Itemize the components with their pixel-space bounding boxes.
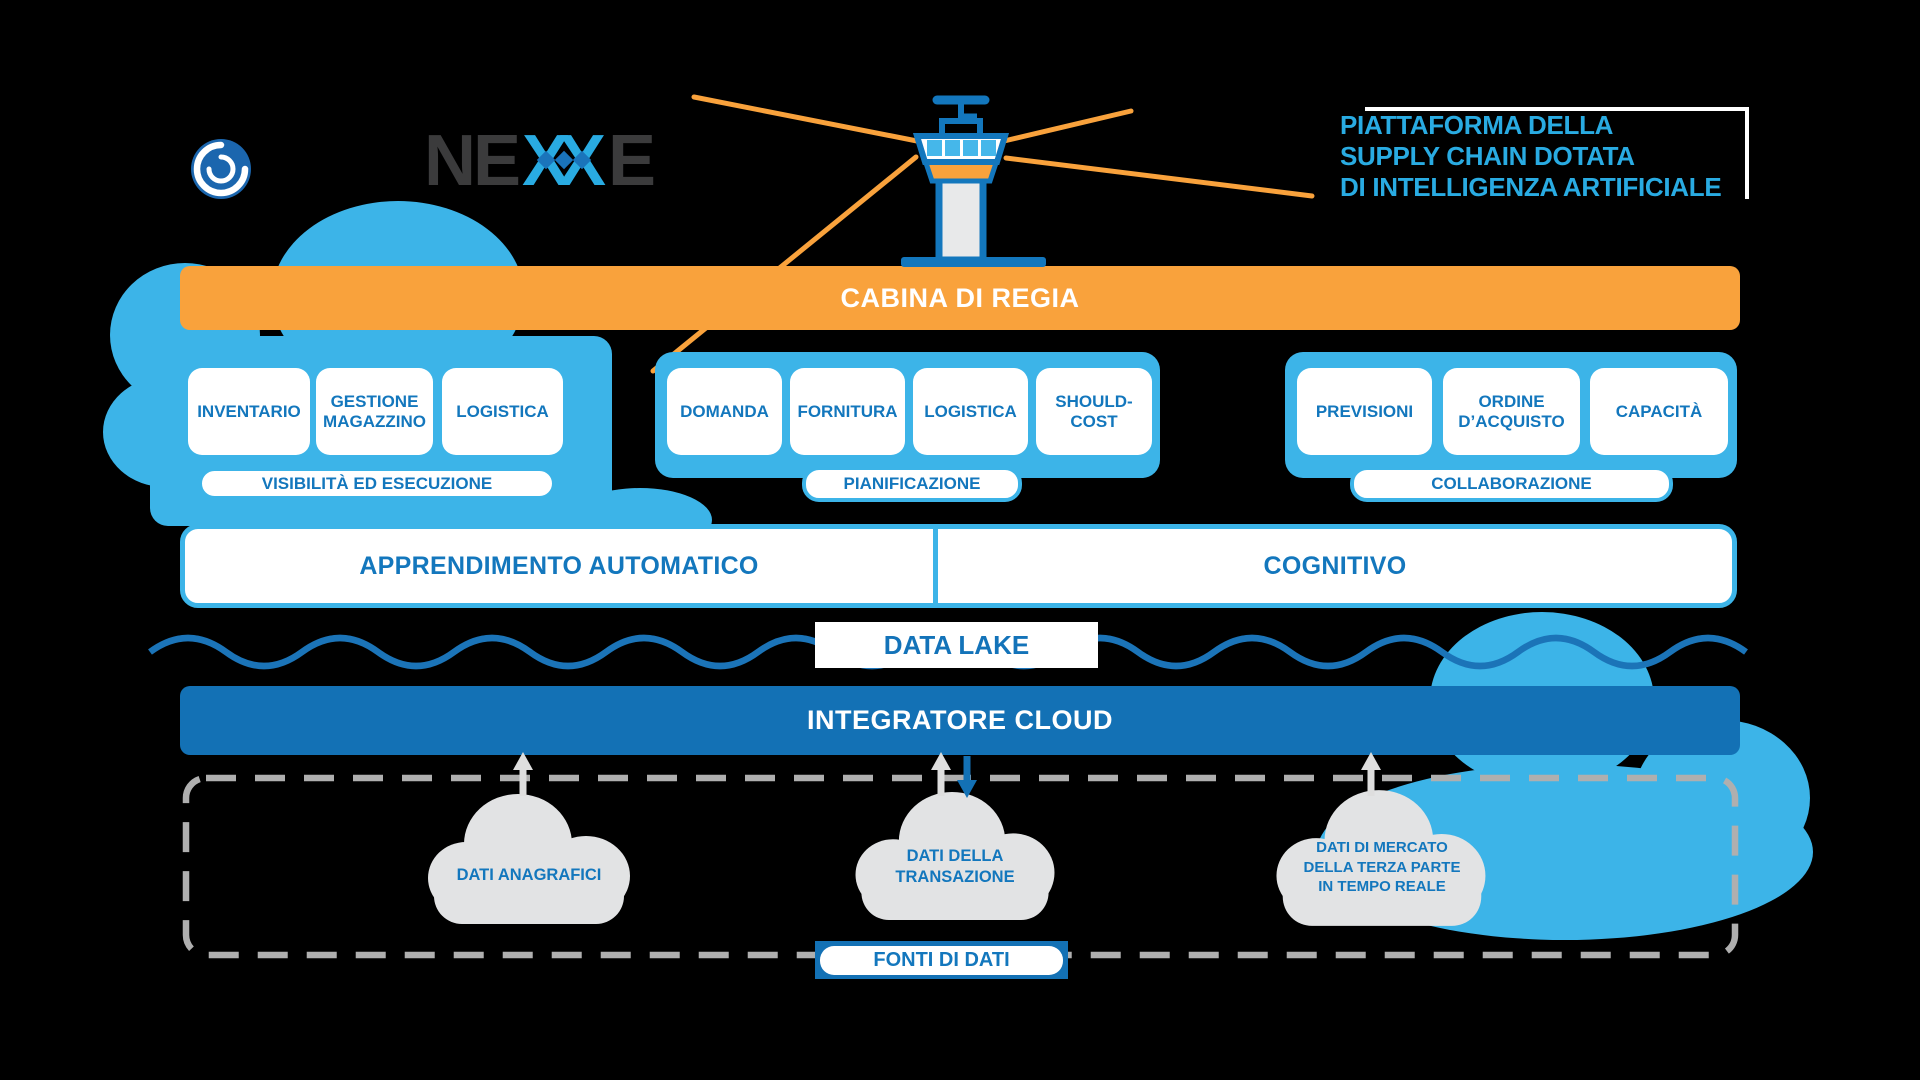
wordmark-e: E [608, 130, 656, 194]
cabina-di-regia-banner: CABINA DI REGIA [180, 266, 1740, 330]
platform-title: PIATTAFORMA DELLA SUPPLY CHAIN DOTATA DI… [1340, 110, 1800, 203]
source-cloud-label: DATI DI MERCATO DELLA TERZA PARTE IN TEM… [1303, 839, 1461, 895]
cloud-icon [428, 794, 630, 924]
source-cloud-label: DATI ANAGRAFICI [456, 866, 602, 884]
module-logistica-2: LOGISTICA [913, 368, 1028, 455]
source-cloud-transazione: DATI DELLA TRANSAZIONE [851, 790, 1059, 922]
title-frame [1365, 107, 1749, 199]
brand-swirl-icon [191, 139, 251, 199]
module-should-cost: SHOULD-COST [1036, 368, 1152, 455]
brand-wordmark: NE X X E [424, 130, 656, 194]
cell-divider [933, 529, 938, 603]
fonti-di-dati-label: FONTI DI DATI [820, 945, 1063, 975]
group-label-visibilita: VISIBILITÀ ED ESECUZIONE [198, 467, 556, 500]
group-label-pianificazione: PIANIFICAZIONE [802, 466, 1022, 502]
integratore-cloud-banner: INTEGRATORE CLOUD [180, 686, 1740, 755]
integratore-cloud-label: INTEGRATORE CLOUD [806, 705, 1113, 735]
platform-title-line: DI INTELLIGENZA ARTIFICIALE [1340, 172, 1722, 202]
module-logistica-1: LOGISTICA [442, 368, 563, 455]
group-label-collaborazione: COLLABORAZIONE [1350, 466, 1673, 502]
platform-title-line: SUPPLY CHAIN DOTATA [1340, 141, 1635, 171]
fonti-di-dati-pill: FONTI DI DATI [815, 941, 1068, 979]
wordmark-ne: NE [424, 130, 519, 194]
cabina-di-regia-label: CABINA DI REGIA [840, 282, 1080, 313]
module-ordine-dacquisto: ORDINE D’ACQUISTO [1443, 368, 1580, 455]
control-tower-icon [901, 95, 1046, 267]
ai-capability-row: APPRENDIMENTO AUTOMATICO COGNITIVO [180, 524, 1737, 608]
cell-cognitivo: COGNITIVO [1263, 551, 1407, 580]
module-capacita: CAPACITÀ [1590, 368, 1728, 455]
module-inventario: INVENTARIO [188, 368, 310, 455]
cloud-icon [1276, 790, 1486, 926]
wordmark-diamonds [536, 150, 592, 170]
source-cloud-anagrafici: DATI ANAGRAFICI [426, 792, 632, 926]
module-previsioni: PREVISIONI [1297, 368, 1432, 455]
source-cloud-label: DATI DELLA TRANSAZIONE [895, 847, 1015, 886]
module-domanda: DOMANDA [667, 368, 782, 455]
up-arrow-icon [513, 752, 533, 796]
cell-apprendimento-automatico: APPRENDIMENTO AUTOMATICO [359, 551, 759, 580]
data-lake-label: DATA LAKE [815, 622, 1098, 668]
module-gestione-magazzino: GESTIONE MAGAZZINO [316, 368, 433, 455]
platform-title-line: PIATTAFORMA DELLA [1340, 110, 1614, 140]
source-cloud-mercato: DATI DI MERCATO DELLA TERZA PARTE IN TEM… [1270, 788, 1494, 928]
cloud-icon [855, 791, 1055, 921]
module-fornitura: FORNITURA [790, 368, 905, 455]
